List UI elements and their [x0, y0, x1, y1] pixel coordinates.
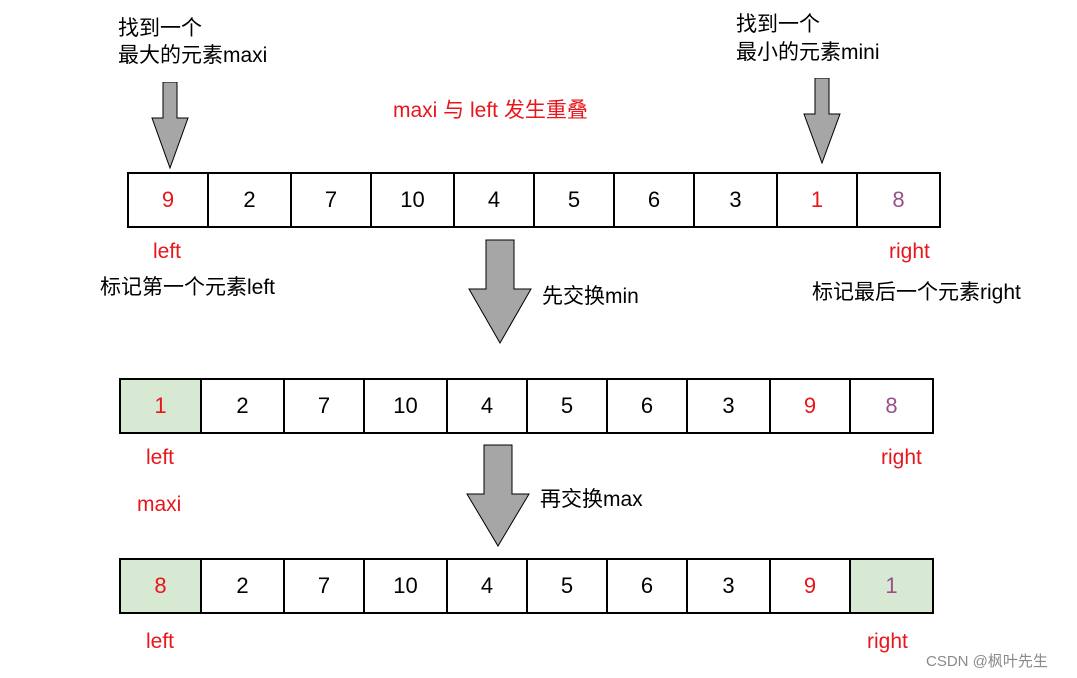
array-cell: 2	[207, 172, 292, 228]
array-cell: 10	[363, 378, 448, 434]
array-cell: 7	[283, 378, 365, 434]
array-cell: 8	[119, 558, 202, 614]
array-cell: 8	[849, 378, 934, 434]
array-cell: 6	[606, 558, 688, 614]
array-cell: 5	[526, 558, 608, 614]
array-cell: 2	[200, 558, 285, 614]
right-label: right	[889, 240, 930, 263]
left-label: left	[146, 446, 175, 469]
big-arrow-down-icon	[468, 239, 532, 344]
array-cell: 6	[613, 172, 695, 228]
array-cell: 1	[849, 558, 934, 614]
mark-last-note: 标记最后一个元素right	[812, 281, 1021, 304]
arrow-down-icon	[803, 78, 841, 164]
left-label: left	[146, 630, 175, 653]
array-cell: 3	[693, 172, 778, 228]
left-label: left	[153, 240, 182, 263]
find-max-line1: 找到一个	[118, 17, 202, 40]
array-cell: 7	[290, 172, 372, 228]
array-cell: 2	[200, 378, 285, 434]
array-cell: 4	[446, 378, 528, 434]
array-cell: 1	[119, 378, 202, 434]
array-cell: 1	[776, 172, 858, 228]
maxi-label: maxi	[137, 493, 182, 516]
array-cell: 8	[856, 172, 941, 228]
swap-min-note: 先交换min	[542, 285, 639, 308]
array-cell: 9	[127, 172, 209, 228]
array-cell: 4	[446, 558, 528, 614]
array-cell: 4	[453, 172, 535, 228]
mark-first-note: 标记第一个元素left	[100, 276, 276, 299]
array-cell: 10	[363, 558, 448, 614]
find-max-line2: 最大的元素maxi	[118, 44, 268, 67]
array-cell: 9	[769, 558, 851, 614]
find-min-line2: 最小的元素mini	[736, 41, 880, 64]
array-cell: 10	[370, 172, 455, 228]
array-cell: 3	[686, 558, 771, 614]
array-cell: 3	[686, 378, 771, 434]
find-min-line1: 找到一个	[736, 13, 820, 36]
overlap-note: maxi 与 left 发生重叠	[393, 99, 588, 122]
watermark: CSDN @枫叶先生	[926, 653, 1048, 670]
array-cell: 6	[606, 378, 688, 434]
big-arrow-down-icon	[466, 444, 530, 547]
array-cell: 5	[526, 378, 608, 434]
swap-max-note: 再交换max	[540, 488, 643, 511]
array-cell: 7	[283, 558, 365, 614]
right-label: right	[881, 446, 922, 469]
right-label: right	[867, 630, 908, 653]
array-cell: 9	[769, 378, 851, 434]
array-cell: 5	[533, 172, 615, 228]
arrow-down-icon	[151, 82, 189, 169]
